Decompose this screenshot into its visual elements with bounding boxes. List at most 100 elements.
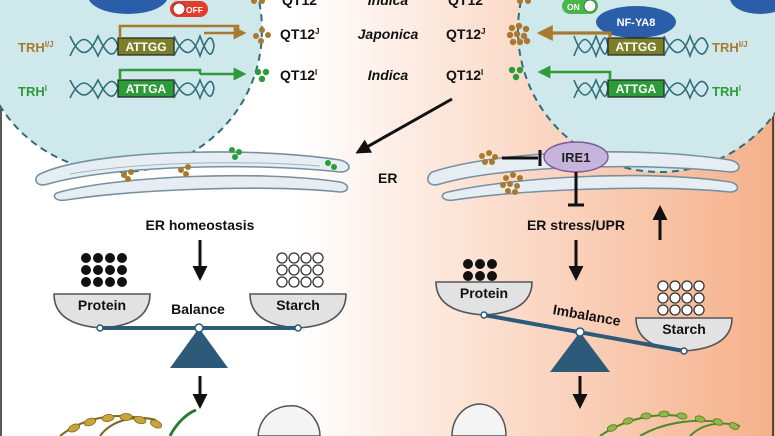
svg-text:QT12I: QT12I	[280, 67, 317, 83]
row0-right-sup: I	[483, 0, 485, 2]
right-dna-helix-i	[573, 77, 609, 101]
left-nucleus-circle: OFF TRHI/J ATTGG TRHI ATTGA	[0, 0, 263, 173]
row1-right-sup: J	[481, 27, 485, 36]
left-starch-label: Starch	[276, 297, 320, 313]
row1-left-sup: J	[315, 27, 319, 36]
right-protein-granules	[463, 259, 497, 281]
row1-variety: Japonica	[358, 26, 419, 42]
right-er-granules-bottom	[500, 172, 523, 195]
right-box-j-text: ATTGG	[615, 40, 656, 54]
row2-left-sup: I	[315, 68, 317, 77]
row0-left-allele: QT12	[282, 0, 317, 8]
right-dna-helix-j	[573, 33, 609, 59]
left-balance-label: Balance	[171, 301, 225, 317]
right-box-i-text: ATTGA	[616, 82, 657, 96]
svg-text:QT12J: QT12J	[446, 26, 485, 42]
central-rows: QT12I Indica QT12I QT12J Japonica QT12J …	[251, 0, 531, 83]
right-starch-granules	[657, 280, 705, 316]
right-er-granules-top	[479, 150, 498, 165]
row1-right-allele: QT12	[446, 26, 481, 42]
right-box-i	[607, 79, 665, 98]
left-grain-seed	[257, 405, 321, 436]
svg-text:TRHI/J: TRHI/J	[18, 40, 54, 55]
on-label: ON	[567, 2, 580, 12]
right-box-j	[607, 37, 665, 56]
right-trh-j-row: ATTGG TRHI/J	[536, 25, 748, 59]
left-box-i-text: ATTGA	[126, 82, 167, 96]
left-dna-helix-i	[69, 78, 119, 100]
left-trh-i-label: TRH	[18, 84, 45, 99]
right-grain-seed	[451, 403, 507, 436]
left-rice-panicle	[59, 408, 197, 436]
row2-right-allele: QT12	[446, 67, 481, 83]
right-trh-i-row: ATTGA TRHI	[537, 65, 741, 101]
svg-text:TRHI: TRHI	[18, 84, 47, 99]
svg-text:TRHI: TRHI	[712, 84, 741, 99]
right-trh-i-sup: I	[739, 84, 741, 93]
right-protein-label: Protein	[460, 285, 508, 301]
er-label: ER	[378, 170, 397, 186]
right-blob	[730, 0, 775, 14]
left-scale-base	[170, 328, 228, 368]
left-dna-helix-j	[69, 34, 119, 58]
right-trh-i-label: TRH	[712, 84, 739, 99]
row2-right-sup: I	[481, 68, 483, 77]
dots-row0-left	[251, 0, 265, 4]
right-arrow-j	[536, 25, 612, 41]
right-nucleus-circle: ON NF-YA8 ATTGG TRHI/J ATTGA TRHI	[517, 0, 775, 173]
svg-text:QT12I: QT12I	[446, 67, 483, 83]
svg-text:QT12I: QT12I	[282, 0, 319, 8]
right-arrow-i	[537, 65, 612, 80]
nf-ya8-label: NF-YA8	[617, 17, 656, 29]
dots-row2-right	[508, 66, 524, 81]
left-arrow-i	[118, 68, 202, 80]
dots-row0-right	[517, 0, 531, 4]
left-er-granules-japonica	[121, 164, 191, 182]
right-dna-helix-i2	[663, 77, 709, 101]
left-trh-i-row: TRHI ATTGA	[18, 67, 247, 101]
left-state-label: ER homeostasis	[146, 217, 255, 233]
svg-text:QT12I: QT12I	[448, 0, 485, 8]
off-switch: OFF	[170, 1, 208, 17]
right-rice-panicle	[599, 410, 741, 436]
left-trh-j-sup: I/J	[45, 40, 54, 49]
row0-variety: Indica	[368, 0, 409, 8]
row-0: QT12I Indica QT12I	[282, 0, 485, 8]
row0-left-sup: I	[317, 0, 319, 2]
left-protein-granules	[81, 253, 127, 287]
dots-row1-left	[253, 27, 271, 44]
dots-row1-right	[506, 22, 531, 46]
right-scale: Protein Starch Imbalance	[435, 281, 733, 372]
row-2: QT12I Indica QT12I	[280, 67, 483, 83]
row2-left-allele: QT12	[280, 67, 315, 83]
arrow-to-er	[355, 97, 453, 154]
dots-row2-left	[254, 68, 270, 83]
left-trh-j-label: TRH	[18, 40, 45, 55]
right-dna-helix-j2	[663, 33, 709, 59]
left-dna-helix-i2	[173, 77, 215, 101]
left-trh-i-sup: I	[45, 84, 47, 93]
off-label: OFF	[186, 5, 203, 15]
row2-variety: Indica	[368, 67, 409, 83]
left-trh-j-row: TRHI/J ATTGG	[18, 24, 247, 59]
svg-text:QT12J: QT12J	[280, 26, 319, 42]
left-box-j	[117, 37, 175, 56]
left-scale: Protein Starch Balance	[53, 293, 347, 368]
right-state-label: ER stress/UPR	[527, 217, 625, 233]
left-er-granules-indica	[229, 147, 337, 170]
left-box-i	[117, 79, 175, 98]
row0-right-allele: QT12	[448, 0, 483, 8]
svg-text:TRHI/J: TRHI/J	[712, 40, 748, 55]
left-protein-label: Protein	[78, 297, 126, 313]
right-starch-label: Starch	[662, 321, 706, 337]
row1-left-allele: QT12	[280, 26, 315, 42]
on-switch: ON	[562, 0, 598, 14]
left-box-j-text: ATTGG	[125, 40, 166, 54]
nf-ya8-protein	[596, 6, 676, 38]
left-dna-helix-j2	[173, 33, 215, 59]
right-trh-j-label: TRH	[712, 40, 739, 55]
right-scale-base	[550, 332, 610, 372]
right-er: IRE1	[427, 141, 740, 207]
